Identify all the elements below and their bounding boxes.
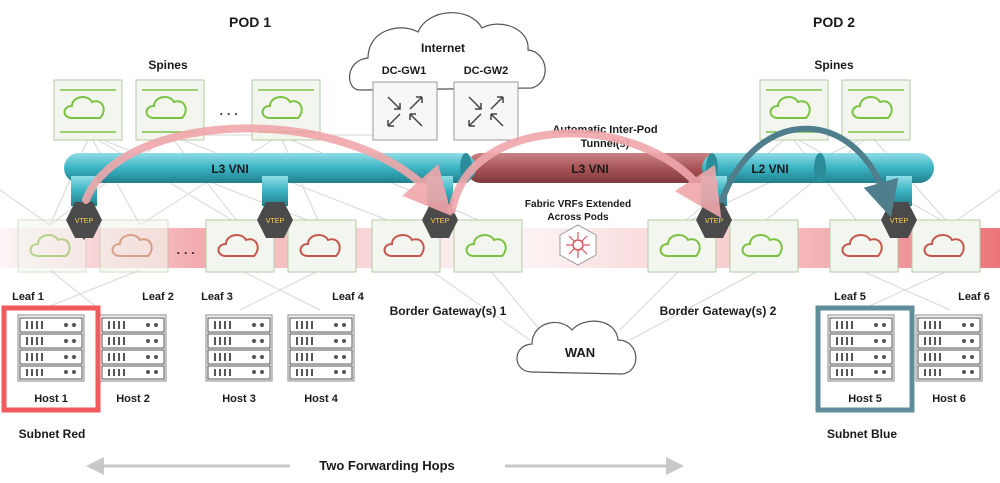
pod1-title: POD 1 — [229, 14, 271, 30]
leaf-switch-icon — [287, 219, 357, 273]
leaf4-label: Leaf 4 — [332, 291, 365, 303]
l3-vni-inter-pod-tube — [466, 153, 722, 183]
internet-label: Internet — [421, 41, 465, 55]
host1-label: Host 1 — [34, 393, 68, 405]
border-gateway2-label: Border Gateway(s) 2 — [660, 304, 777, 318]
vtep-label: VTEP — [431, 218, 450, 225]
host-server-icon — [99, 314, 167, 382]
host-server-icon — [915, 314, 983, 382]
wan-label: WAN — [565, 345, 595, 360]
dc-gw1-label: DC-GW1 — [382, 65, 427, 77]
host6-label: Host 6 — [932, 393, 966, 405]
host-server-icon — [287, 314, 355, 382]
subnet-blue-label: Subnet Blue — [827, 427, 897, 441]
vtep-label: VTEP — [75, 218, 94, 225]
leaf3-label: Leaf 3 — [201, 291, 233, 303]
border-gateway1-switch-icon — [453, 219, 523, 273]
leaf-ellipsis: · · · — [177, 246, 196, 260]
pod2-title: POD 2 — [813, 14, 855, 30]
l3-vni-pod1-label: L3 VNI — [211, 162, 248, 176]
subnet-red-label: Subnet Red — [19, 427, 86, 441]
dc-gw1-router-icon — [372, 81, 438, 141]
leaf1-label: Leaf 1 — [12, 291, 44, 303]
leaf5-label: Leaf 5 — [834, 291, 866, 303]
host5-label: Host 5 — [848, 393, 882, 405]
vtep-icon: VTEP — [257, 202, 293, 238]
hop2-arrow — [448, 129, 722, 219]
subnet-blue-frame — [815, 305, 915, 413]
fabric-vrf-icon — [559, 224, 597, 266]
spine-switch-icon — [841, 79, 911, 141]
border-gateway1-label: Border Gateway(s) 1 — [390, 304, 507, 318]
border-gateway2-switch-icon — [729, 219, 799, 273]
traffic-arrows — [82, 124, 899, 219]
leaf-switches — [17, 219, 981, 273]
host2-label: Host 2 — [116, 393, 150, 405]
hosts — [17, 314, 983, 382]
pod1-spines-label: Spines — [148, 58, 188, 72]
leaf2-label: Leaf 2 — [142, 291, 174, 303]
l2-hop-arrow — [719, 125, 899, 218]
spine-switch-icon — [53, 79, 123, 141]
border-gateway2-switch-icon — [647, 219, 717, 273]
hop1-arrow — [82, 124, 452, 217]
host-server-icon — [205, 314, 273, 382]
footer-label: Two Forwarding Hops — [319, 458, 455, 473]
host-server-icon — [17, 314, 85, 382]
spine-ellipsis: · · · — [220, 107, 239, 121]
subnet-red-frame — [1, 305, 101, 413]
vtep-label: VTEP — [705, 218, 724, 225]
fabric-label-line2: Across Pods — [547, 212, 609, 223]
leaf-switch-icon — [99, 219, 169, 273]
leaf-switch-icon — [17, 219, 87, 273]
vtep-label: VTEP — [890, 218, 909, 225]
l3-vni-pod1-tube — [64, 153, 476, 183]
leaf-switch-icon — [911, 219, 981, 273]
dc-gw2-label: DC-GW2 — [464, 65, 509, 77]
vtep-icon: VTEP — [66, 200, 102, 240]
pod2-spines-label: Spines — [814, 58, 854, 72]
host4-label: Host 4 — [304, 393, 339, 405]
l2-vni-pod2-label: L2 VNI — [751, 162, 788, 176]
dc-gw2-router-icon — [453, 81, 519, 141]
host-server-icon — [827, 314, 895, 382]
wan-cloud — [516, 320, 637, 375]
leaf6-label: Leaf 6 — [958, 291, 990, 303]
internet-cloud — [348, 12, 546, 91]
host3-label: Host 3 — [222, 393, 256, 405]
fabric-label-line1: Fabric VRFs Extended — [525, 199, 631, 210]
vtep-label: VTEP — [266, 218, 285, 225]
l3-vni-inter-pod-label: L3 VNI — [571, 162, 608, 176]
